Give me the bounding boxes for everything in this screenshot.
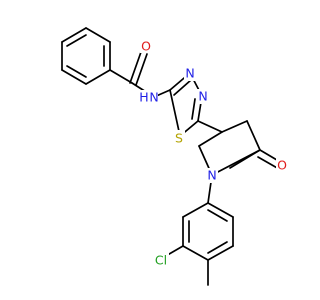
bond (61, 27, 87, 43)
bond (129, 51, 142, 84)
atom-s-thiadiazole: S (173, 130, 185, 146)
atom-label-h-amide: H (139, 90, 148, 105)
atom-n-thiadiazole-2: N (197, 89, 209, 104)
atom-label-o-lactam: O (277, 158, 287, 173)
atom-label-o-amide: O (141, 39, 151, 54)
bond (85, 27, 111, 43)
bond (207, 245, 234, 261)
atom-o-lactam: O (276, 158, 288, 173)
atom-o-amide: O (140, 38, 152, 54)
bond (221, 120, 248, 133)
atom-n-pyrrolidinone: N (206, 168, 218, 183)
atom-label-n-thiadiazole-1: N (185, 66, 194, 81)
atom-label-s-thiadiazole: S (175, 131, 183, 146)
bond (207, 241, 228, 254)
bonds (61, 27, 283, 286)
atom-n-amide: N H (139, 90, 159, 105)
bond (173, 79, 192, 96)
bond (198, 131, 223, 147)
atom-labels: O N H N N S O N Cl (139, 38, 288, 268)
bond (207, 209, 228, 222)
bond (135, 53, 148, 86)
bond (182, 245, 209, 261)
bond (61, 69, 87, 85)
bond (182, 202, 209, 218)
atom-cl: Cl (151, 253, 169, 268)
atom-label-n-pyrrolidinone: N (207, 168, 216, 183)
bond (169, 89, 181, 137)
atom-label-n-amide: N (149, 90, 158, 105)
bond (229, 149, 261, 169)
bond (66, 34, 87, 47)
atom-label-n-thiadiazole-2: N (198, 89, 207, 104)
atom-n-thiadiazole-1: N (184, 66, 196, 81)
bond (207, 202, 234, 218)
bond (109, 69, 133, 84)
bond (257, 156, 280, 170)
bond (197, 120, 223, 133)
bond (85, 69, 111, 85)
bond (191, 98, 196, 120)
atom-label-cl: Cl (155, 253, 167, 268)
bond (66, 65, 87, 78)
bond (246, 120, 261, 151)
molecule-structure: O N H N N S O N Cl (61, 27, 288, 286)
